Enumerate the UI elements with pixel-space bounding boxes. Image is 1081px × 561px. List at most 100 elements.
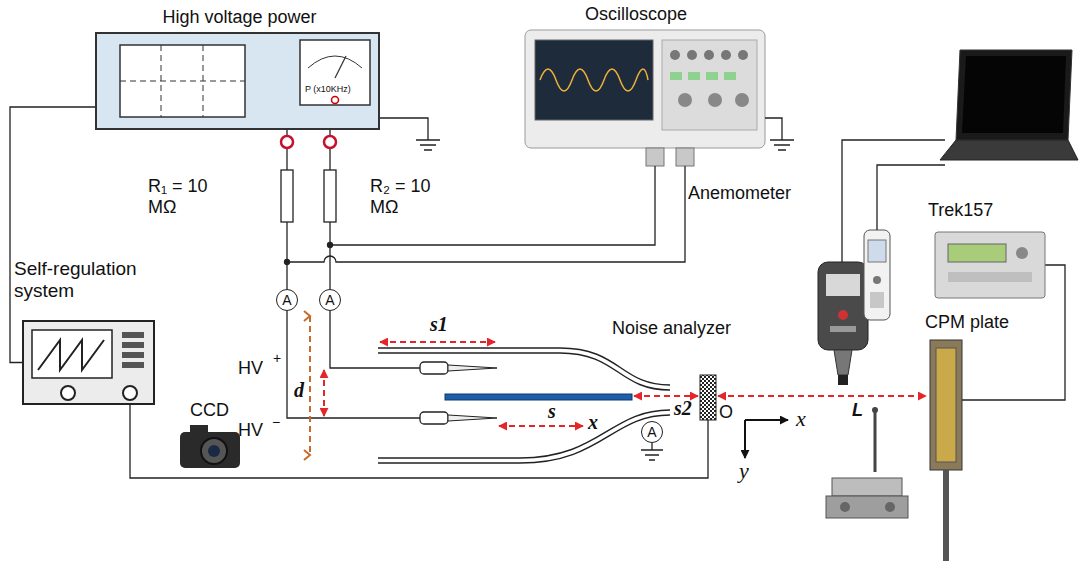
needle-electrode: [420, 362, 448, 374]
resistor-symbol: [281, 170, 336, 222]
device-label: Anemometer: [688, 183, 791, 204]
axis-arrow: [744, 420, 746, 458]
power-supply: [203, 45, 204, 117]
meter-scale: P (x10KHz): [305, 84, 351, 94]
anemometer-figure: [885, 502, 895, 512]
ammeter-symbol: A: [276, 289, 298, 311]
oscilloscope-figure: [540, 69, 648, 91]
power-supply: [335, 56, 346, 78]
ammeter-symbol: A: [641, 421, 663, 443]
probe-wire: [328, 243, 333, 248]
regulator-figure: [32, 330, 112, 378]
axis-arrow: [745, 420, 788, 458]
channel-wall: [378, 410, 670, 458]
anemometer-figure: [840, 502, 850, 512]
probe-wire: [285, 166, 686, 265]
trek-figure: [1016, 247, 1028, 259]
oscilloscope-figure: [735, 93, 749, 107]
electrode-label: HV: [238, 420, 263, 441]
dimension-arrow: [499, 425, 583, 427]
anemometer-figure: [832, 478, 902, 496]
terminal: [324, 136, 336, 148]
ground-symbol: [651, 443, 652, 450]
regulator-figure: [22, 320, 155, 405]
oscilloscope-figure: [704, 50, 714, 60]
device-title: High voltage power: [97, 7, 382, 28]
cpm-plate-figure: [930, 340, 962, 470]
noise-analyzer-figure: [826, 274, 860, 296]
dimension-label: d: [294, 380, 304, 400]
needle-electrode: [448, 415, 497, 421]
dimension-arrow: [324, 342, 926, 426]
probe-wire: [330, 166, 655, 245]
trek-figure: [948, 244, 1006, 262]
dimension-arrow: [323, 370, 325, 416]
camera-figure: [201, 438, 227, 464]
power-supply: [161, 45, 162, 117]
oscilloscope-figure: [678, 93, 692, 107]
noise-analyzer-figure: [830, 326, 856, 332]
anemometer-figure: [864, 230, 890, 320]
noise-analyzer-figure: [838, 375, 848, 385]
ground-symbol: [380, 118, 428, 140]
dimension-arrow: [380, 341, 495, 343]
laptop-figure: [962, 56, 1066, 133]
laptop-figure: [940, 140, 1078, 160]
regulator-figure: [38, 340, 104, 370]
ammeter-letter: A: [642, 422, 662, 442]
regulator-figure: [122, 342, 144, 348]
collector-rod: [445, 394, 632, 400]
anemometer-figure: [868, 240, 886, 262]
regulator-figure: [22, 320, 155, 405]
oscilloscope-figure: [525, 30, 765, 166]
ground-symbol: [641, 443, 663, 460]
oscilloscope-figure: [670, 50, 680, 60]
camera-figure: [180, 425, 240, 468]
noise-analyzer-figure: [818, 262, 868, 385]
oscilloscope-figure: [676, 148, 694, 166]
noise-analyzer-figure: [838, 310, 848, 320]
terminal: [281, 136, 293, 148]
device-label: Trek157: [928, 200, 993, 221]
dimension-label: x: [588, 412, 598, 432]
resistor-symbol: [281, 170, 293, 222]
ground-symbol: [380, 118, 440, 150]
ground-symbol: [765, 118, 794, 150]
anemometer-figure: [826, 496, 908, 518]
ammeter-symbol: A: [319, 289, 341, 311]
anemometer-figure: [873, 276, 881, 284]
noise-analyzer-figure: [834, 350, 852, 375]
polarity-sign: −: [272, 414, 280, 430]
oscilloscope-figure: [721, 50, 731, 60]
cpm-plate-figure: [936, 348, 956, 462]
axis-label: x: [796, 408, 806, 430]
bracket-line: [304, 450, 310, 460]
device-label: CCD: [190, 400, 229, 421]
dimension-arrow: [634, 395, 698, 397]
ground-symbol: [641, 450, 663, 460]
resistor-label: R₁ = 10 MΩ: [148, 176, 228, 217]
oscilloscope-figure: [708, 93, 722, 107]
regulator-figure: [122, 332, 144, 338]
signal-wire: [877, 165, 945, 230]
trek-figure: [948, 272, 1032, 282]
dimension-label: s1: [430, 314, 448, 334]
noise-analyzer-figure: [818, 262, 868, 350]
trek-figure: [935, 232, 1045, 298]
oscilloscope-figure: [646, 148, 664, 166]
power-supply-box: High voltage powerP (x10KHz): [95, 32, 380, 130]
anemometer-figure: [874, 410, 877, 472]
oscilloscope-figure: [662, 40, 757, 130]
oscilloscope-figure: [525, 30, 765, 148]
channel-wall: [378, 353, 670, 390]
axis-arrow: [745, 419, 788, 421]
ammeter-letter: A: [277, 290, 297, 310]
needle-electrode: [448, 365, 497, 371]
power-supply: [95, 32, 380, 130]
cpm-plate-figure: [943, 470, 949, 561]
terminal: [281, 136, 336, 148]
regulator-figure: [123, 386, 137, 400]
bracket-line: [304, 311, 310, 321]
probe-wire: [285, 260, 290, 265]
